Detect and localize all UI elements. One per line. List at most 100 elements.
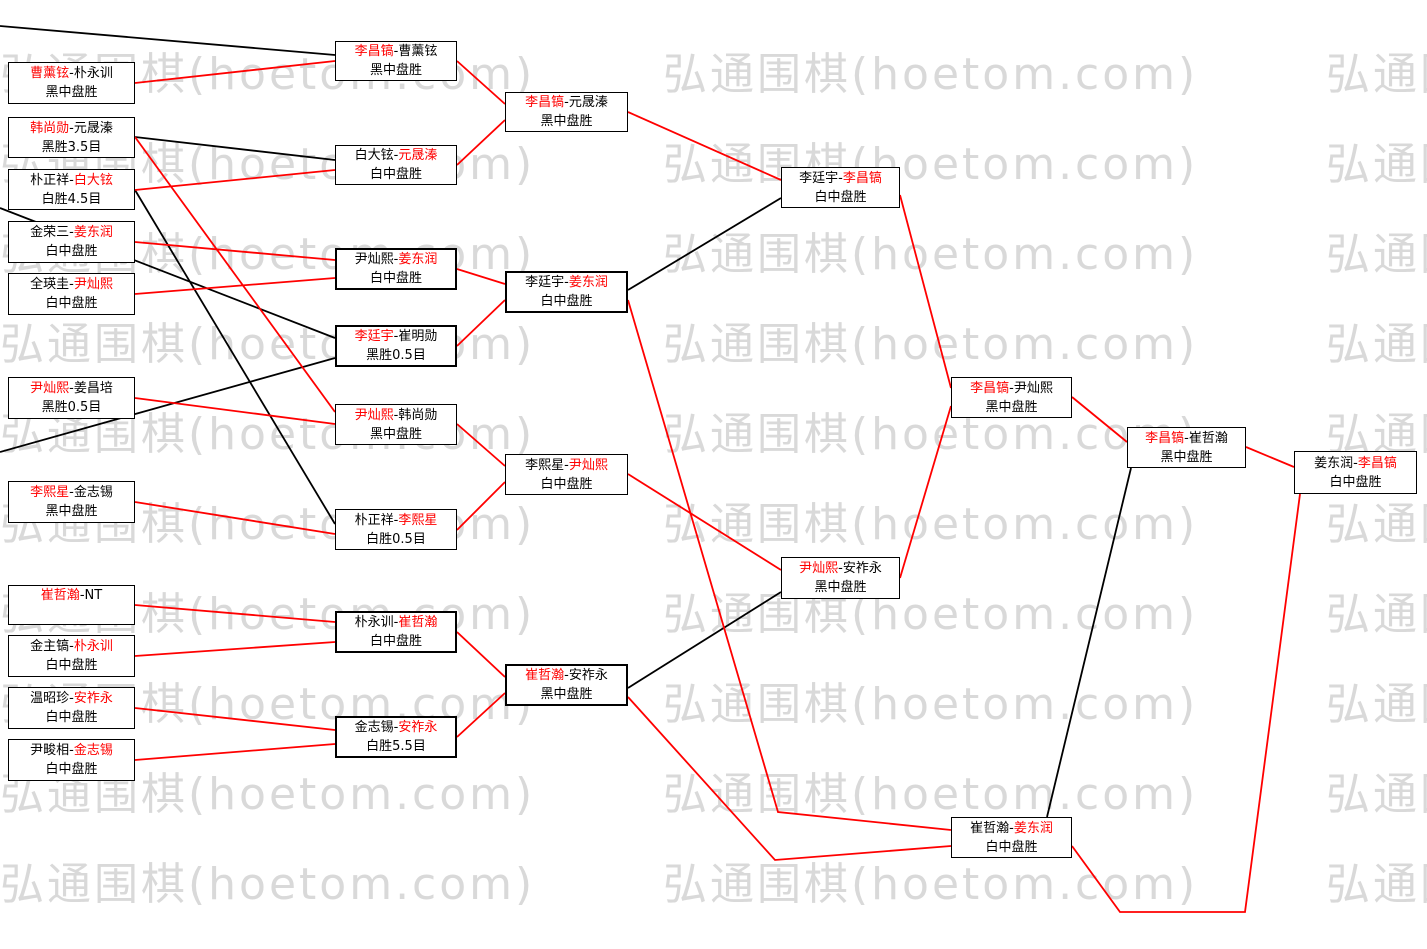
player1-name: 尹畯相 <box>30 743 70 758</box>
winner-path-line <box>1071 493 1301 913</box>
match-result: 白中盘胜 <box>369 167 422 182</box>
player2-name: 李昌镐 <box>842 170 882 186</box>
match-box: 金志锡-安祚永白胜5.5目 <box>335 716 457 758</box>
match-players: 李熙星-金志锡 <box>30 485 113 500</box>
player1-name: 韩尚勋 <box>30 120 70 136</box>
match-players: 崔哲瀚-姜东润 <box>970 820 1053 836</box>
match-players: 李昌镐-元晟溱 <box>525 95 608 110</box>
winner-path-line <box>456 423 506 467</box>
watermark-text: 弘通围棋(hoetom.com) <box>663 769 1199 820</box>
match-result: 黑中盘胜 <box>1160 449 1213 465</box>
winner-path-line <box>627 696 952 861</box>
match-result: 黑中盘胜 <box>814 580 867 595</box>
match-result: 白胜5.5目 <box>366 739 426 754</box>
winner-path-line <box>456 299 506 347</box>
match-players: 金志锡-安祚永 <box>354 720 438 735</box>
watermark-text: 弘通围棋(hoetom.com) <box>663 49 1199 100</box>
winner-path-line <box>134 743 336 761</box>
match-result: 白中盘胜 <box>985 839 1038 855</box>
match-result: 白中盘胜 <box>814 189 867 205</box>
winner-path-line <box>134 60 336 84</box>
player1-name: 尹灿熙 <box>30 381 70 396</box>
winner-path-line <box>456 119 506 166</box>
match-result: 白中盘胜 <box>45 296 98 311</box>
match-box: 朴正祥-白大铉白胜4.5目 <box>8 169 135 210</box>
winner-path-line <box>1071 396 1128 443</box>
player2-name: 尹灿熙 <box>73 277 113 292</box>
player1-name: 朴正祥 <box>354 512 394 528</box>
match-box: 曹薰铉-朴永训黑中盘胜 <box>8 62 135 104</box>
match-box: 李廷宇-姜东润白中盘胜 <box>505 271 628 313</box>
watermark-text: 弘通围棋(hoetom.com) <box>1326 499 1427 550</box>
watermark-text: 弘通围棋(hoetom.com) <box>663 139 1199 190</box>
match-result: 白中盘胜 <box>45 710 98 725</box>
match-players: 李昌镐-崔哲瀚 <box>1145 430 1228 446</box>
player2-name: 姜东润 <box>73 225 113 240</box>
player2-name: 姜东润 <box>568 275 608 290</box>
match-players: 李廷宇-崔明勋 <box>354 329 438 344</box>
match-box: 尹灿熙-安祚永黑中盘胜 <box>781 557 900 599</box>
loser-path-line <box>134 136 336 161</box>
winner-path-line <box>456 481 506 531</box>
player2-name: 姜昌培 <box>73 381 113 396</box>
player1-name: 李昌镐 <box>354 44 394 59</box>
player2-name: 姜东润 <box>1013 820 1053 836</box>
player1-name: 金主镐 <box>30 639 70 654</box>
watermark-text: 弘通围棋(hoetom.com) <box>1326 679 1427 730</box>
winner-path-line <box>456 692 506 738</box>
match-result: 白中盘胜 <box>45 762 98 777</box>
player1-name: 尹灿熙 <box>354 252 394 267</box>
match-players: 尹灿熙-韩尚勋 <box>354 407 438 423</box>
player2-name: 安祚永 <box>842 561 882 576</box>
player1-name: 李熙星 <box>30 485 70 500</box>
match-players: 韩尚勋-元晟溱 <box>30 120 113 136</box>
watermark-text: 弘通围棋(hoetom.com) <box>1326 589 1427 640</box>
player2-name: 安祚永 <box>568 668 608 683</box>
player1-name: 崔哲瀚 <box>970 820 1010 836</box>
match-result: 白中盘胜 <box>1329 474 1382 490</box>
match-result: 黑中盘胜 <box>540 687 593 702</box>
match-result: 黑中盘胜 <box>45 504 98 519</box>
watermark-text: 弘通围棋(hoetom.com) <box>663 859 1199 910</box>
player2-name: 尹灿熙 <box>568 457 608 473</box>
player1-name: 李廷宇 <box>354 329 394 344</box>
player2-name: 安祚永 <box>73 691 113 706</box>
match-box: 李昌镐-尹灿熙黑中盘胜 <box>951 377 1072 418</box>
winner-path-line <box>627 299 952 831</box>
player1-name: 温昭珍 <box>30 691 70 706</box>
player2-name: 元晟溱 <box>73 120 113 136</box>
watermark-text: 弘通围棋(hoetom.com) <box>0 859 536 910</box>
match-result: 白胜4.5目 <box>41 191 102 207</box>
player2-name: 李昌镐 <box>1357 455 1397 471</box>
player1-name: 金志锡 <box>354 720 394 735</box>
player1-name: 全瑛圭 <box>30 277 70 292</box>
winner-path-line <box>134 397 336 425</box>
player1-name: 金荣三 <box>30 225 70 240</box>
match-result: 黑中盘胜 <box>369 426 422 442</box>
player2-name: 朴永训 <box>73 639 113 654</box>
match-box: 朴正祥-李熙星白胜0.5目 <box>335 509 457 550</box>
match-result: 白中盘胜 <box>540 294 593 309</box>
match-box: 全瑛圭-尹灿熙白中盘胜 <box>8 273 135 315</box>
match-players: 朴正祥-白大铉 <box>30 172 113 188</box>
winner-path-line <box>1245 446 1295 468</box>
watermark-text: 弘通围棋(hoetom.com) <box>663 409 1199 460</box>
watermark-text: 弘通围棋(hoetom.com) <box>1326 229 1427 280</box>
match-box: 李廷宇-李昌镐白中盘胜 <box>781 167 900 208</box>
match-players: 温昭珍-安祚永 <box>30 691 113 706</box>
winner-path-line <box>134 241 336 261</box>
player2-name: 曹薰铉 <box>398 44 438 59</box>
player1-name: 朴正祥 <box>30 172 70 188</box>
player1-name: 李昌镐 <box>525 95 565 110</box>
player2-name: 白大铉 <box>73 172 113 188</box>
match-players: 尹灿熙-安祚永 <box>799 561 882 576</box>
player2-name: 崔哲瀚 <box>1188 430 1228 446</box>
watermark-text: 弘通围棋(hoetom.com) <box>1326 139 1427 190</box>
match-box: 尹灿熙-姜东润白中盘胜 <box>335 248 457 290</box>
loser-path-line <box>0 25 336 56</box>
match-result: 黑胜3.5目 <box>41 139 102 155</box>
match-players: 朴正祥-李熙星 <box>354 512 438 528</box>
match-box: 朴永训-崔哲瀚白中盘胜 <box>335 611 457 653</box>
watermark-text: 弘通围棋(hoetom.com) <box>1326 319 1427 370</box>
player2-name: 韩尚勋 <box>398 407 438 423</box>
